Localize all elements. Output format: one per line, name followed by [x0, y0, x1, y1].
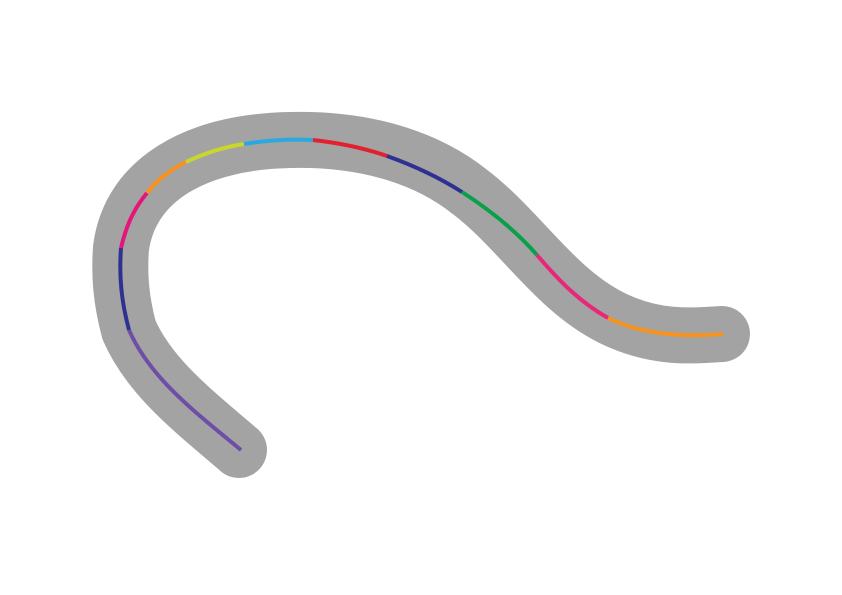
segment-red: [312, 138, 388, 158]
segment-magenta: [119, 191, 149, 249]
segment-sky-blue: [243, 137, 314, 146]
segment-pink: [535, 253, 609, 320]
segment-navy-right: [386, 154, 464, 194]
segment-purple: [127, 329, 243, 452]
segment-green: [460, 190, 539, 257]
segment-yellow-green: [185, 142, 245, 164]
curve-halo: [92, 111, 750, 478]
curve-segments: [118, 137, 724, 452]
segment-orange-right: [607, 316, 724, 338]
segment-navy-left: [118, 247, 131, 331]
segment-orange-left: [145, 160, 187, 195]
